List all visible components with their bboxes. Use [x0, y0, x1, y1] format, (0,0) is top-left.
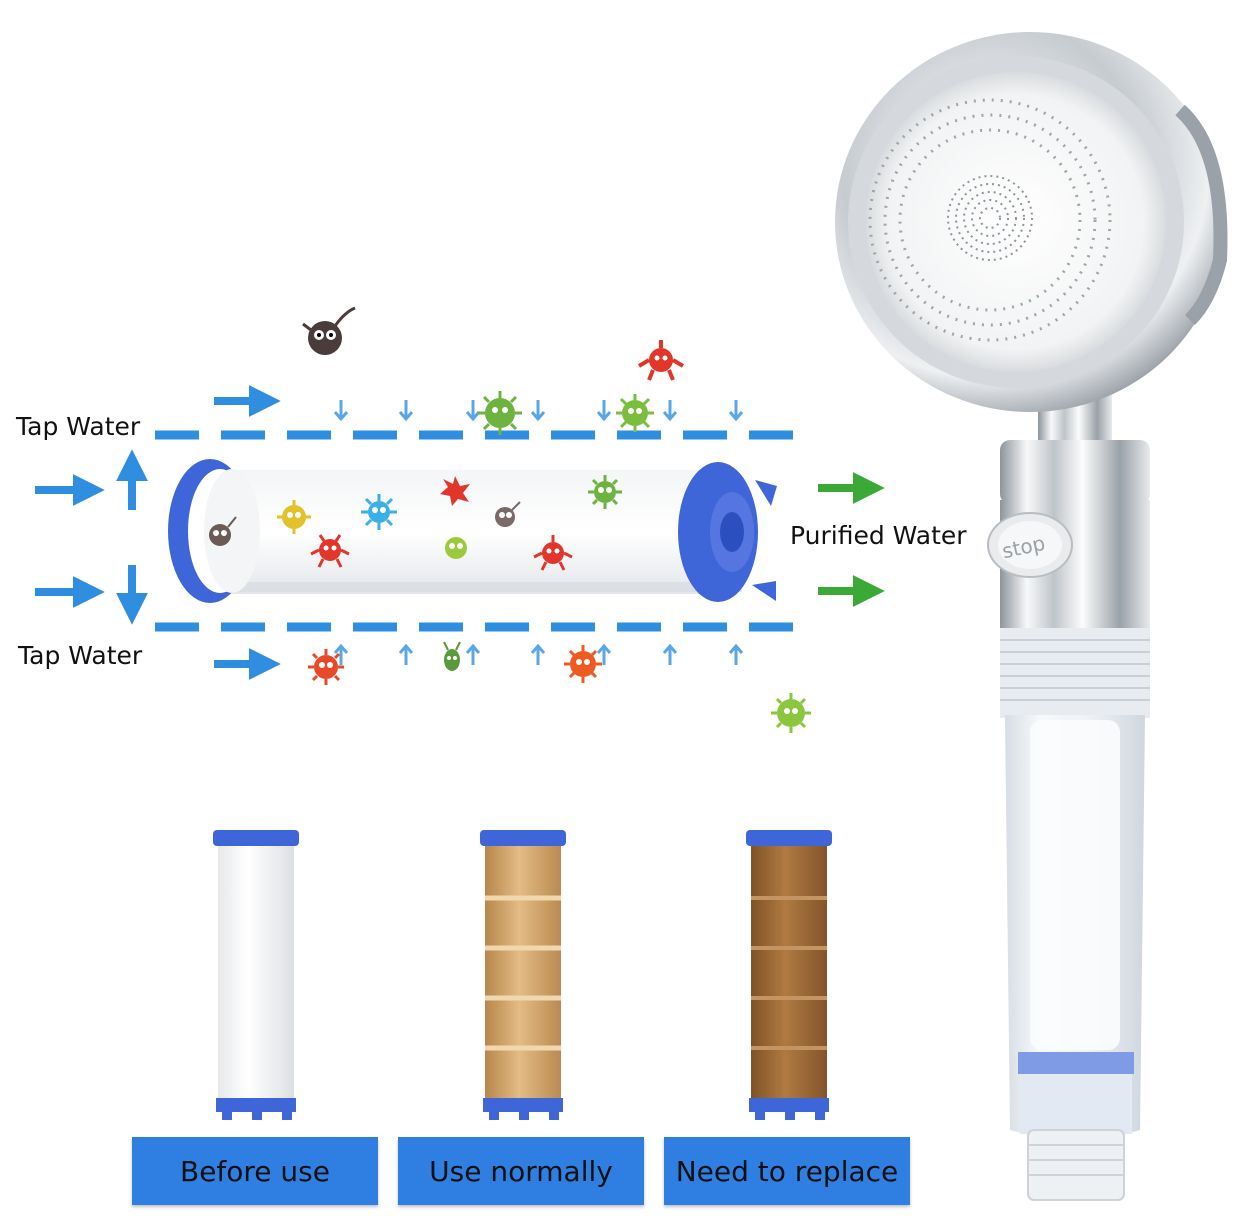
- up-arrow-icon: [333, 643, 349, 665]
- cartridge-use-normally: [480, 830, 566, 1120]
- up-arrow-icon: [596, 643, 612, 665]
- purified-water-label: Purified Water: [790, 521, 967, 550]
- down-arrow-icon: [333, 400, 349, 422]
- germ-icon: [361, 494, 397, 530]
- before-use-button: Before use: [132, 1137, 378, 1205]
- germ-icon: [209, 516, 237, 546]
- germ-icon: [310, 534, 350, 568]
- down-arrow-icon: [728, 400, 744, 422]
- cartridge-before-use: [213, 830, 299, 1120]
- down-arrow-icon: [465, 400, 481, 422]
- germ-icon: [277, 500, 311, 534]
- up-arrow-icon: [662, 643, 678, 665]
- down-arrow-icon: [662, 400, 678, 422]
- germ-icon: [616, 394, 654, 432]
- germ-icon: [533, 535, 573, 571]
- germ-icon: [440, 476, 470, 506]
- inflow-down-arrows: [333, 400, 744, 422]
- up-arrow-icon: [728, 643, 744, 665]
- germ-icon: [495, 501, 521, 527]
- germ-icon: [637, 340, 685, 381]
- filter-cartridge-icon: [168, 459, 777, 603]
- up-arrow-icon: [398, 643, 414, 665]
- germ-icon: [478, 391, 522, 435]
- germs: [209, 306, 811, 733]
- germ-icon: [445, 537, 467, 559]
- germ-icon: [302, 306, 356, 355]
- tap-water-label-bottom: Tap Water: [18, 641, 143, 670]
- up-arrow-icon: [530, 643, 546, 665]
- flow-diagram: [35, 306, 885, 733]
- up-arrow-icon: [465, 643, 481, 665]
- use-normally-button: Use normally: [398, 1137, 644, 1205]
- down-arrow-icon: [398, 400, 414, 422]
- down-arrow-icon: [596, 400, 612, 422]
- germ-icon: [564, 645, 602, 683]
- germ-icon: [443, 641, 461, 671]
- tap-water-label-top: Tap Water: [16, 412, 141, 441]
- inflow-up-arrows: [333, 643, 744, 665]
- shower-head-icon: [835, 32, 1228, 1201]
- down-arrow-icon: [530, 400, 546, 422]
- germ-icon: [771, 693, 811, 733]
- need-to-replace-button: Need to replace: [664, 1137, 910, 1205]
- cartridge-stages: [213, 830, 832, 1120]
- cartridge-need-to-replace: [746, 830, 832, 1120]
- germ-icon: [588, 475, 622, 509]
- germ-icon: [308, 649, 344, 685]
